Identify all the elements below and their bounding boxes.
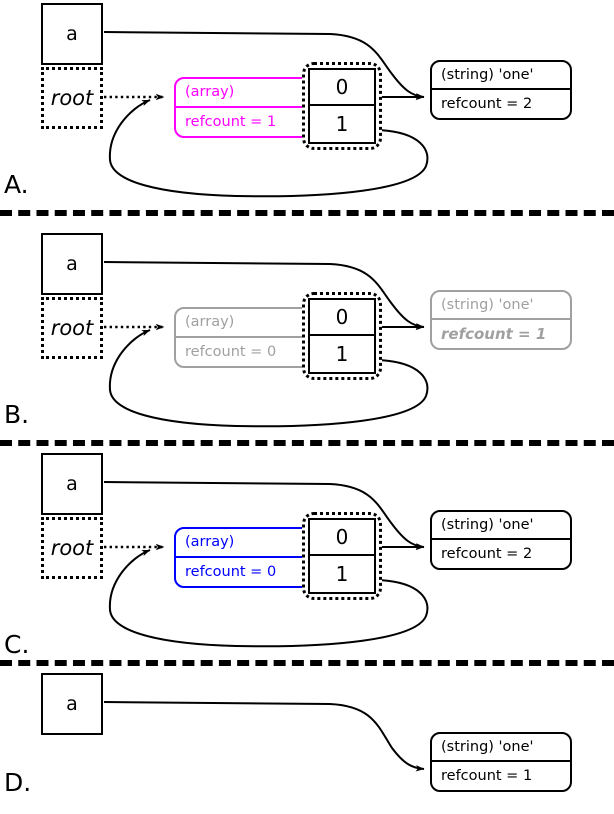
panel-label-c: C.	[4, 630, 30, 659]
array-index-cell-0: 0	[310, 300, 374, 336]
variable-box-label: a	[66, 23, 78, 45]
array-type-label: (array)	[176, 309, 311, 338]
array-index-cell-0: 0	[310, 520, 374, 556]
array-index-container: 0 1	[302, 512, 382, 600]
root-box-label: root	[50, 316, 94, 340]
array-zval-box: (array) refcount = 1	[174, 77, 313, 138]
panel-separator-2	[0, 440, 614, 446]
string-type-label: (string) 'one'	[432, 734, 570, 762]
string-type-label: (string) 'one'	[432, 62, 570, 90]
panel-label-d: D.	[4, 768, 32, 797]
array-index-container: 0 1	[302, 62, 382, 150]
root-box: root	[41, 297, 103, 359]
panel-b: a root (array) refcount = 0 0 1 (string)…	[0, 230, 614, 450]
string-type-label: (string) 'one'	[432, 512, 570, 540]
array-zval-box: (array) refcount = 0	[174, 307, 313, 368]
variable-box-a: a	[41, 233, 103, 295]
panel-a: a root (array) refcount = 1 0 1 (string)…	[0, 0, 614, 210]
variable-box-label: a	[66, 473, 78, 495]
variable-box-label: a	[66, 253, 78, 275]
string-zval-box: (string) 'one' refcount = 1	[430, 290, 572, 350]
string-refcount-label: refcount = 2	[441, 96, 533, 112]
root-box-label: root	[50, 86, 94, 110]
root-box: root	[41, 67, 103, 129]
variable-box-a: a	[41, 453, 103, 515]
string-zval-box: (string) 'one' refcount = 2	[430, 60, 572, 120]
panel-separator-1	[0, 210, 614, 216]
array-index-cell-0: 0	[310, 70, 374, 106]
panel-label-a: A.	[4, 170, 29, 199]
panel-c: a root (array) refcount = 0 0 1 (string)…	[0, 450, 614, 670]
string-zval-box: (string) 'one' refcount = 1	[430, 732, 572, 792]
variable-box-a: a	[41, 3, 103, 65]
array-index-cell-1: 1	[335, 342, 349, 366]
array-index-cell-1: 1	[335, 112, 349, 136]
panel-label-b: B.	[4, 400, 30, 429]
string-type-label: (string) 'one'	[432, 292, 570, 320]
array-index-container: 0 1	[302, 292, 382, 380]
array-refcount-label: refcount = 1	[185, 113, 277, 130]
string-refcount-label: refcount = 1	[441, 325, 547, 343]
root-box: root	[41, 517, 103, 579]
string-zval-box: (string) 'one' refcount = 2	[430, 510, 572, 570]
array-zval-box: (array) refcount = 0	[174, 527, 313, 588]
array-refcount-label: refcount = 0	[185, 343, 277, 360]
array-refcount-label: refcount = 0	[185, 563, 277, 580]
root-box-label: root	[50, 536, 94, 560]
panel-d: a (string) 'one' refcount = 1 D.	[0, 670, 614, 814]
array-type-label: (array)	[176, 529, 311, 558]
string-refcount-label: refcount = 2	[441, 546, 533, 562]
variable-box-label: a	[66, 693, 78, 715]
array-index-cell-1: 1	[335, 562, 349, 586]
string-refcount-label: refcount = 1	[441, 768, 533, 784]
array-type-label: (array)	[176, 79, 311, 108]
variable-box-a: a	[41, 673, 103, 735]
panel-separator-3	[0, 660, 614, 666]
